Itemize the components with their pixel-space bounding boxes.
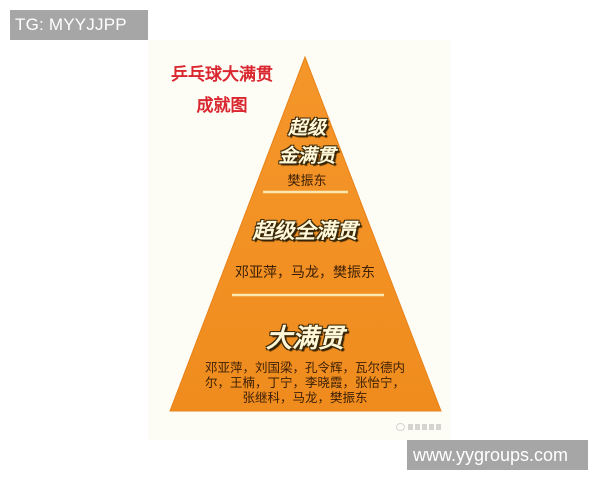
tier-bottom-players-line: 邓亚萍，刘国梁，孔令辉，瓦尔德内 <box>204 360 405 375</box>
tier-top-players: 樊振东 <box>287 174 327 189</box>
telegram-handle-label: TG: MYYJJPP <box>10 10 148 40</box>
website-url-label: www.yygroups.com <box>407 440 588 470</box>
tier-bottom-players-line: 尔，王楠，丁宁，李晓霞，张怡宁， <box>204 375 405 390</box>
weibo-logo-icon <box>396 423 405 431</box>
watermark-text-blur <box>408 424 442 430</box>
tier-bottom-heading: 大满贯 <box>265 324 344 354</box>
tier-top-heading-line2: 金满贯 <box>278 145 336 167</box>
pyramid-triangle <box>169 55 442 412</box>
tier-bottom-players-line: 张继科，马龙，樊振东 <box>242 390 368 405</box>
weibo-watermark <box>396 422 444 432</box>
tier-bottom-players: 邓亚萍，刘国梁，孔令辉，瓦尔德内 尔，王楠，丁宁，李晓霞，张怡宁， 张继科，马龙… <box>190 360 420 405</box>
tier-middle-heading: 超级全满贯 <box>252 219 358 243</box>
poster-subtitle: 成就图 <box>196 96 248 116</box>
tier-middle-players: 邓亚萍，马龙，樊振东 <box>235 265 375 281</box>
poster-title: 乒乓球大满贯 <box>171 65 273 85</box>
tier-top-heading-line1: 超级 <box>287 117 326 139</box>
